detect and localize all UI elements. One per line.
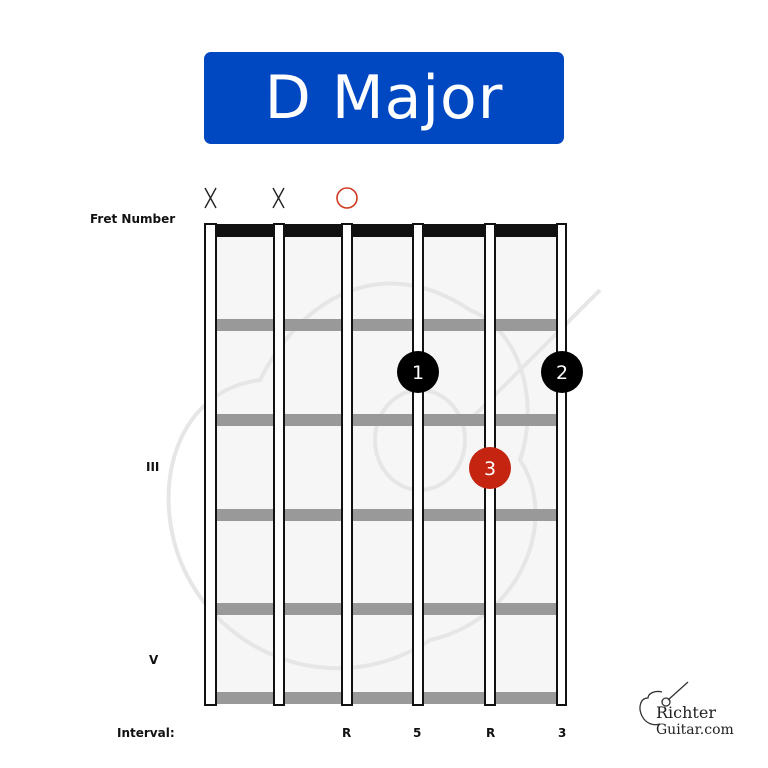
interval-string-1: 3 xyxy=(558,726,567,740)
fret-marker-iii: III xyxy=(146,460,160,474)
strings xyxy=(204,223,567,706)
richter-guitar-logo: Richter Guitar.com xyxy=(636,680,756,750)
chord-title: D Major xyxy=(264,63,504,133)
interval-string-2: R xyxy=(486,726,496,740)
fret-3 xyxy=(210,509,562,521)
mute-marker-string-6 xyxy=(204,187,217,209)
chord-title-banner: D Major xyxy=(204,52,564,144)
interval-label: Interval: xyxy=(117,726,175,740)
fret-5 xyxy=(210,692,562,704)
fret-1 xyxy=(210,319,562,331)
fret-4 xyxy=(210,603,562,615)
finger-dot-3-root: 3 xyxy=(469,447,511,489)
svg-text:2: 2 xyxy=(556,362,568,384)
nut xyxy=(210,224,562,237)
frets xyxy=(210,319,562,704)
interval-string-4: R xyxy=(342,726,352,740)
string-1 xyxy=(556,223,567,706)
fret-marker-v: V xyxy=(149,653,159,667)
logo-text-guitar-com: Guitar.com xyxy=(656,722,734,738)
open-marker-string-4 xyxy=(336,187,358,209)
string-3 xyxy=(412,223,424,706)
finger-dot-1: 1 xyxy=(397,351,439,393)
fret-number-label: Fret Number xyxy=(90,212,176,226)
finger-dot-2: 2 xyxy=(541,351,583,393)
string-4 xyxy=(341,223,353,706)
logo-text-richter: Richter xyxy=(656,703,716,722)
svg-text:1: 1 xyxy=(412,362,424,384)
fret-2 xyxy=(210,414,562,426)
mute-marker-string-5 xyxy=(272,187,285,209)
svg-text:3: 3 xyxy=(484,458,496,480)
guitar-logo-icon xyxy=(639,681,689,726)
interval-string-3: 5 xyxy=(413,726,422,740)
string-5 xyxy=(273,223,285,706)
string-6 xyxy=(204,223,217,706)
